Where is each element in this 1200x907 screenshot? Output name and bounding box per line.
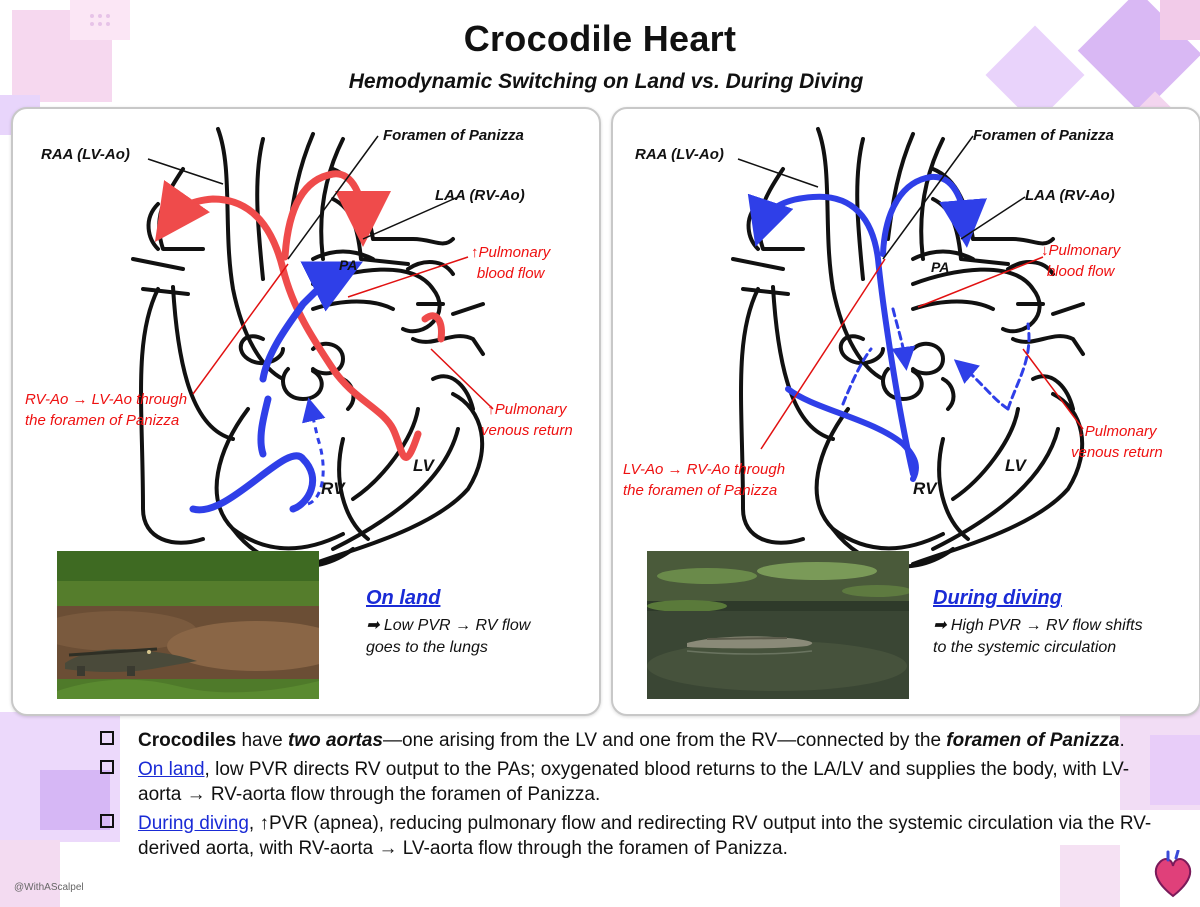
bullet-item: During diving, ↑PVR (apnea), reducing pu…: [100, 811, 1160, 861]
author-credit: @WithAScalpel: [14, 882, 84, 893]
heart-diagram-during-diving: [731, 127, 1085, 569]
foramen-label: Foramen of Panizza: [973, 127, 1114, 144]
page-title: Crocodile Heart: [463, 18, 737, 59]
raa-label: RAA (LV-Ao): [41, 146, 130, 163]
page-subtitle: Hemodynamic Switching on Land vs. During…: [348, 70, 864, 93]
heart-logo-icon: [1154, 850, 1192, 898]
on-land-link[interactable]: On land: [138, 759, 205, 780]
rv-label: RV: [913, 479, 937, 498]
pa-label: PA: [931, 259, 950, 275]
during-diving-link[interactable]: During diving: [138, 813, 249, 834]
foramen-label: Foramen of Panizza: [383, 127, 524, 144]
bullet-item: On land, low PVR directs RV output to th…: [100, 757, 1160, 807]
summary-bullets: Crocodiles have two aortas—one arising f…: [100, 728, 1160, 865]
laa-label: LAA (RV-Ao): [435, 187, 525, 204]
lv-label: LV: [413, 456, 434, 475]
checkbox-icon: [100, 760, 114, 774]
on-land-caption-title: On land: [366, 587, 441, 609]
during-diving-panel: RAA (LV-Ao) Foramen of Panizza LAA (RV-A…: [611, 107, 1200, 716]
heart-diagram-on-land: [131, 127, 494, 569]
raa-label: RAA (LV-Ao): [635, 146, 724, 163]
crocodile-diving-photo: [647, 551, 909, 699]
checkbox-icon: [100, 731, 114, 745]
crocodile-on-land-photo: [57, 551, 319, 699]
bullet-item: Crocodiles have two aortas—one arising f…: [100, 728, 1160, 753]
rv-label: RV: [321, 479, 345, 498]
laa-label: LAA (RV-Ao): [1025, 187, 1115, 204]
checkbox-icon: [100, 814, 114, 828]
on-land-panel: RAA (LV-Ao) Foramen of Panizza LAA (RV-A…: [11, 107, 601, 716]
diving-caption-title: During diving: [933, 587, 1062, 609]
pa-label: PA: [339, 257, 358, 273]
lv-label: LV: [1005, 456, 1026, 475]
